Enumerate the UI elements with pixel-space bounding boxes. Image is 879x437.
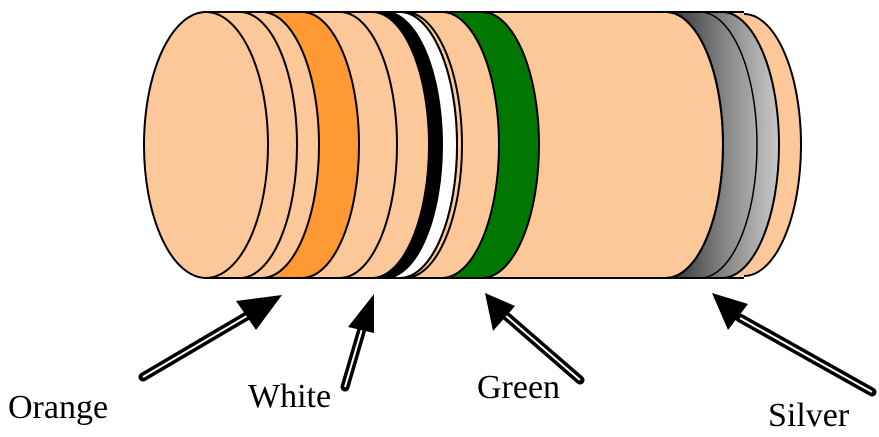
arrow-white <box>340 294 374 392</box>
arrow-green <box>485 293 585 385</box>
label-orange: Orange <box>8 389 108 426</box>
label-silver: Silver <box>768 397 850 434</box>
resistor-body <box>143 11 802 279</box>
label-white: White <box>248 378 331 415</box>
label-green: Green <box>477 369 560 406</box>
arrow-orange <box>138 295 282 382</box>
band-white <box>339 11 458 279</box>
resistor-cylinder <box>206 12 744 278</box>
band-silver <box>665 11 780 279</box>
band-orange <box>239 11 360 279</box>
resistor-left-end <box>143 11 269 279</box>
arrow-silver <box>712 293 877 397</box>
band-green <box>404 11 540 279</box>
